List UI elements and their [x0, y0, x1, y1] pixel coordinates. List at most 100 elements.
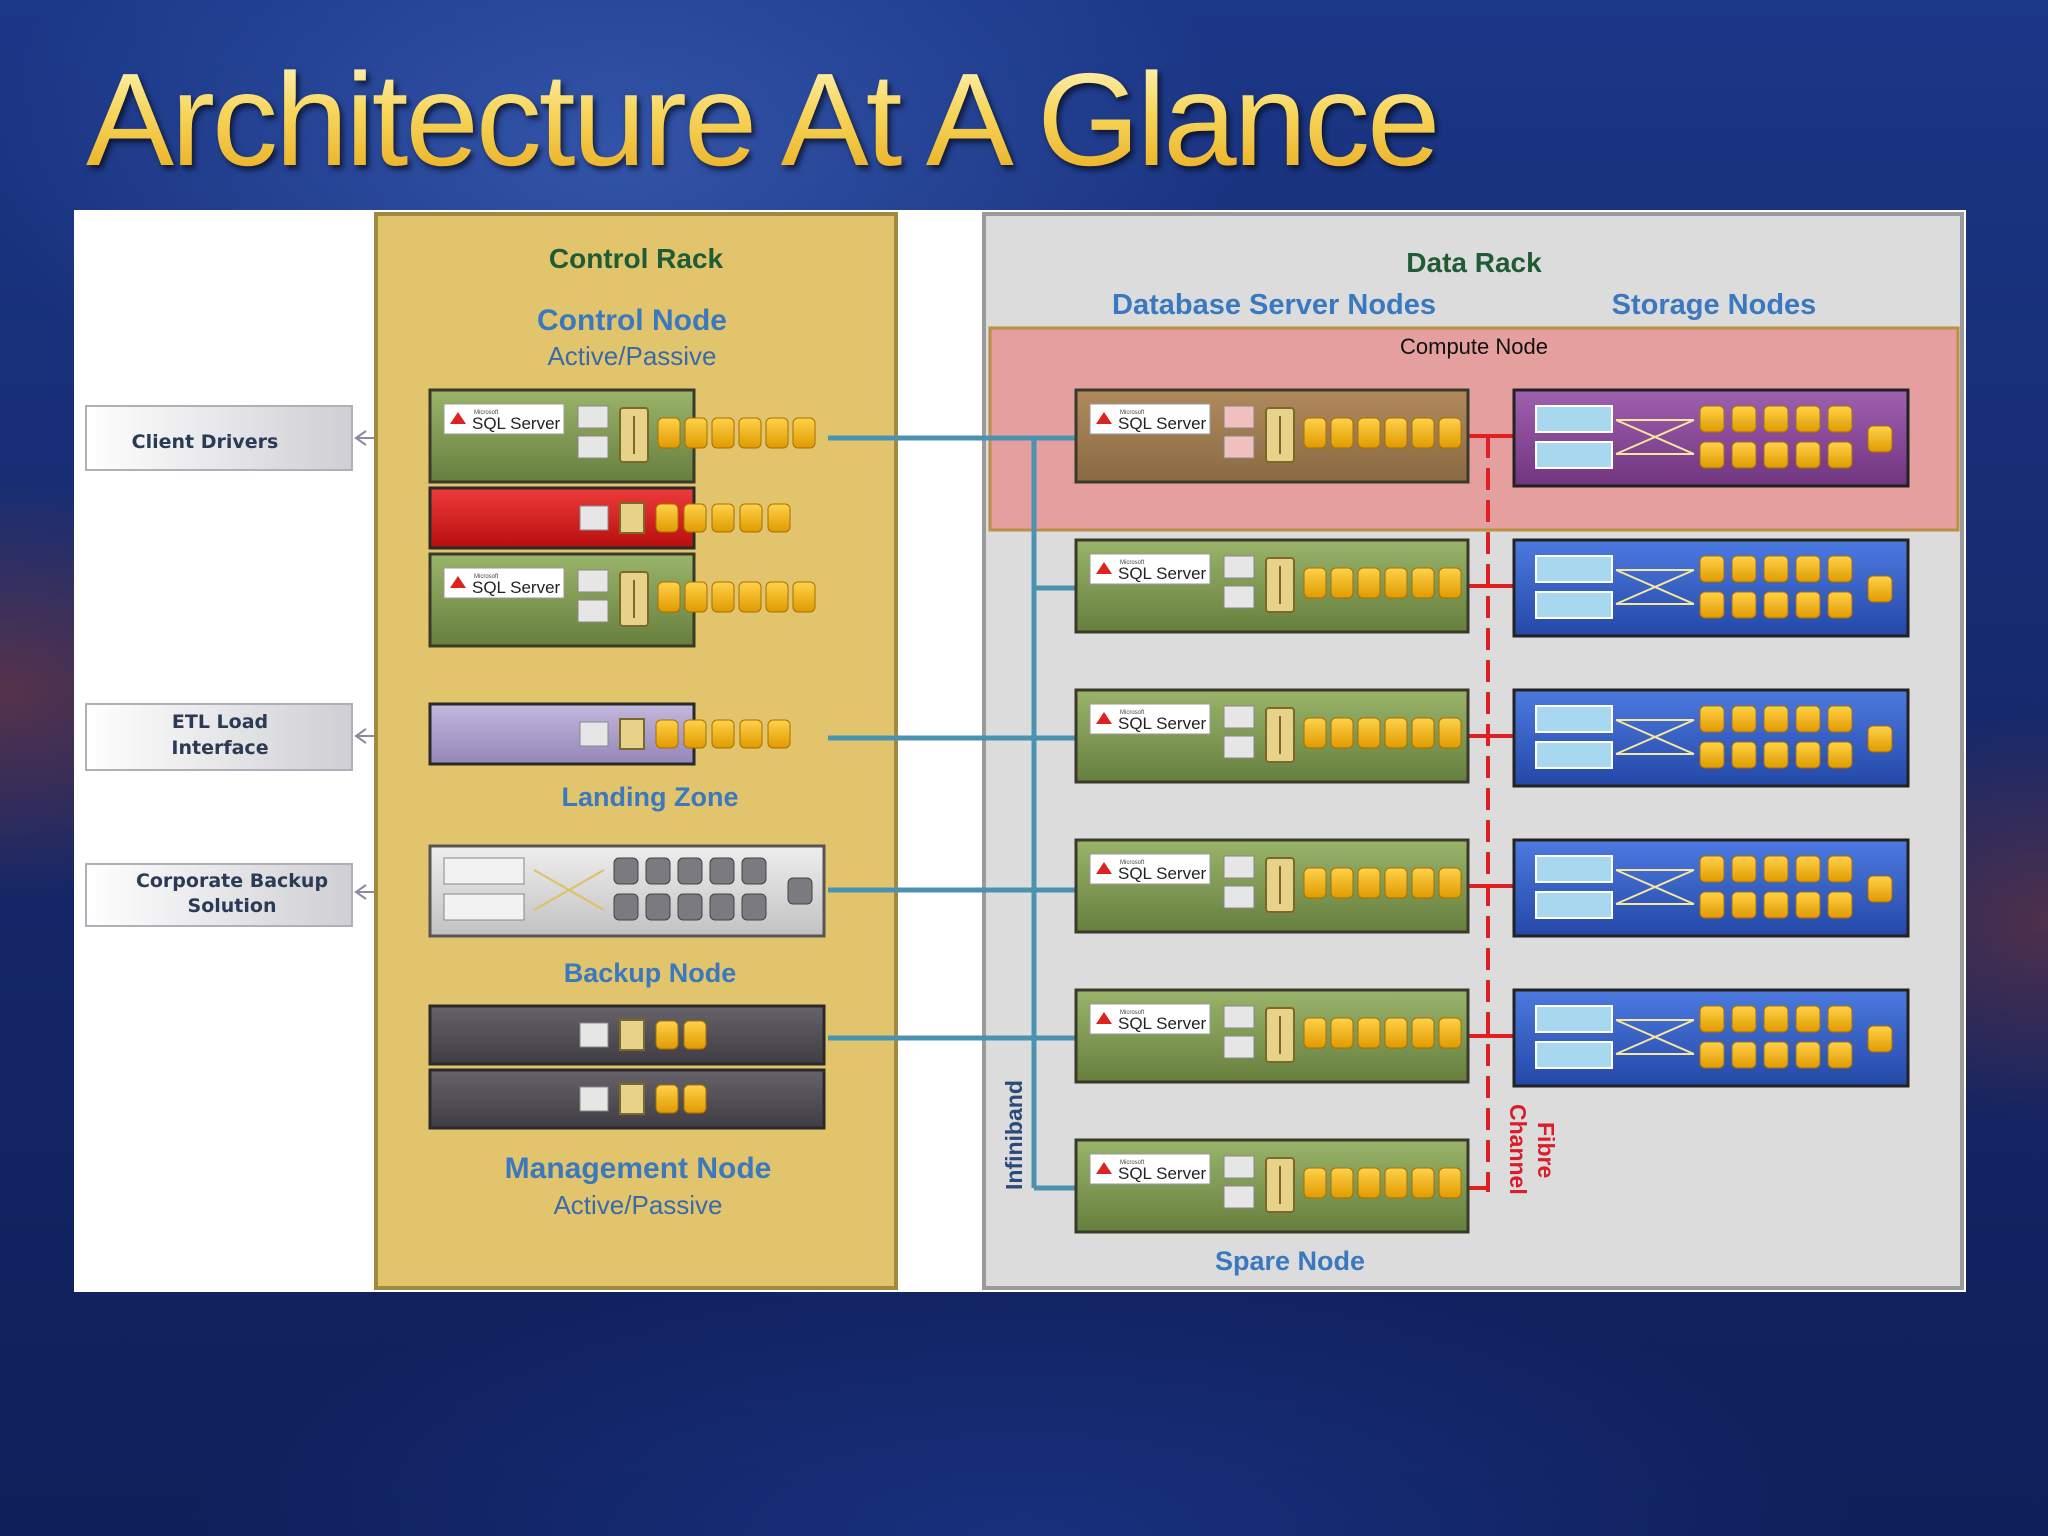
infiniband-network — [828, 435, 1076, 1191]
sql-server-flag-icon — [1096, 1012, 1112, 1024]
node-button-icon — [579, 1022, 609, 1048]
sql-server-logo-icon — [1089, 703, 1211, 735]
disk-icon — [1867, 1025, 1893, 1053]
disk-icon — [709, 857, 735, 885]
disk-icon — [1699, 555, 1725, 583]
disk-icon — [1438, 717, 1462, 749]
disk-icon — [1699, 1041, 1725, 1069]
disk-icon — [792, 417, 816, 449]
crossover-icon — [533, 869, 605, 911]
disk-icon — [1438, 1167, 1462, 1199]
disk-icon — [1795, 891, 1821, 919]
crossover-icon — [1615, 569, 1695, 605]
disk-icon — [1731, 441, 1757, 469]
disk-icon — [1827, 405, 1853, 433]
controller-icon — [1535, 1005, 1613, 1033]
management-node-mode: Active/Passive — [553, 1190, 722, 1220]
disk-icon — [1438, 867, 1462, 899]
disk-icon — [1357, 867, 1381, 899]
sql-server-flag-icon — [1096, 712, 1112, 724]
sql-server-flag-icon — [1096, 862, 1112, 874]
disk-icon — [1763, 741, 1789, 769]
disk-icon — [1357, 1167, 1381, 1199]
sql-server-logo-icon — [1089, 1153, 1211, 1185]
disk-icon — [1795, 441, 1821, 469]
disk-icon — [1731, 1041, 1757, 1069]
disk-icon — [677, 893, 703, 921]
node-chassis — [428, 1068, 826, 1130]
disk-icon — [1384, 1167, 1408, 1199]
disk-icon — [657, 581, 681, 613]
crossover-icon — [1615, 869, 1695, 905]
node-chassis — [1512, 388, 1910, 488]
node-button-icon — [1223, 1185, 1255, 1209]
architecture-diagram: Client Drivers ETL Load Interface Corpor… — [74, 210, 1966, 1292]
disk-icon — [1795, 855, 1821, 883]
db-server-nodes-label: Database Server Nodes — [1112, 289, 1436, 321]
sql-server-logo-icon — [1089, 1003, 1211, 1035]
disk-icon — [1411, 567, 1435, 599]
crossover-icon — [1615, 719, 1695, 755]
disk-icon — [792, 581, 816, 613]
disk-icon — [655, 1084, 679, 1114]
disk-icon — [1731, 891, 1757, 919]
node-button-icon — [1223, 405, 1255, 429]
sql-server-logo-icon — [1089, 853, 1211, 885]
disk-icon — [1699, 441, 1725, 469]
node-button-icon — [579, 1086, 609, 1112]
disk-icon — [1827, 1005, 1853, 1033]
disk-icon — [1357, 1017, 1381, 1049]
disk-icon — [1827, 741, 1853, 769]
etl-load-interface-tab: ETL Load Interface — [85, 703, 353, 771]
sql-server-logo-icon — [1089, 553, 1211, 585]
sql-server-flag-icon — [1096, 562, 1112, 574]
disk-icon — [1303, 567, 1327, 599]
disk-icon — [1411, 867, 1435, 899]
landing-zone-node — [428, 702, 791, 766]
controller-icon — [443, 893, 525, 921]
sql-server-logo-icon — [1089, 403, 1211, 435]
disk-icon — [711, 503, 735, 533]
disk-icon — [1795, 705, 1821, 733]
disk-icon — [1763, 1005, 1789, 1033]
controller-icon — [1535, 405, 1613, 433]
sql-server-brand: Microsoft — [1120, 710, 1145, 716]
disk-icon — [1763, 441, 1789, 469]
disk-icon — [1699, 1005, 1725, 1033]
node-chassis — [1512, 838, 1910, 938]
disk-icon — [1384, 417, 1408, 449]
storage-node-compute — [1512, 388, 1910, 488]
disk-icon — [1303, 867, 1327, 899]
drive-bay-icon — [619, 1083, 645, 1115]
disk-icon — [683, 1084, 707, 1114]
disk-icon — [1330, 867, 1354, 899]
node-button-icon — [1223, 555, 1255, 579]
sql-server-logo-icon — [443, 567, 565, 599]
sql-server-product: SQL Server — [1118, 414, 1207, 433]
backup-label-line1: Corporate Backup — [136, 870, 328, 892]
node-button-icon — [579, 505, 609, 531]
disk-icon — [1303, 717, 1327, 749]
client-drivers-label: Client Drivers — [132, 431, 279, 453]
node-button-icon — [577, 599, 609, 623]
sql-server-brand: Microsoft — [1120, 1010, 1145, 1016]
disk-icon — [1867, 575, 1893, 603]
disk-icon — [1384, 717, 1408, 749]
controller-icon — [1535, 1041, 1613, 1069]
etl-label-line1: ETL Load — [172, 711, 268, 733]
disk-icon — [767, 503, 791, 533]
disk-icon — [1438, 417, 1462, 449]
disk-icon — [613, 857, 639, 885]
disk-icon — [683, 503, 707, 533]
disk-icon — [1731, 1005, 1757, 1033]
sql-server-flag-icon — [1096, 412, 1112, 424]
disk-icon — [683, 1020, 707, 1050]
management-node-passive — [428, 1068, 826, 1130]
disk-icon — [1357, 417, 1381, 449]
fibre-label-line1: Fibre — [1533, 1122, 1559, 1178]
disk-icon — [684, 581, 708, 613]
disk-icon — [1731, 591, 1757, 619]
disk-icon — [1438, 567, 1462, 599]
